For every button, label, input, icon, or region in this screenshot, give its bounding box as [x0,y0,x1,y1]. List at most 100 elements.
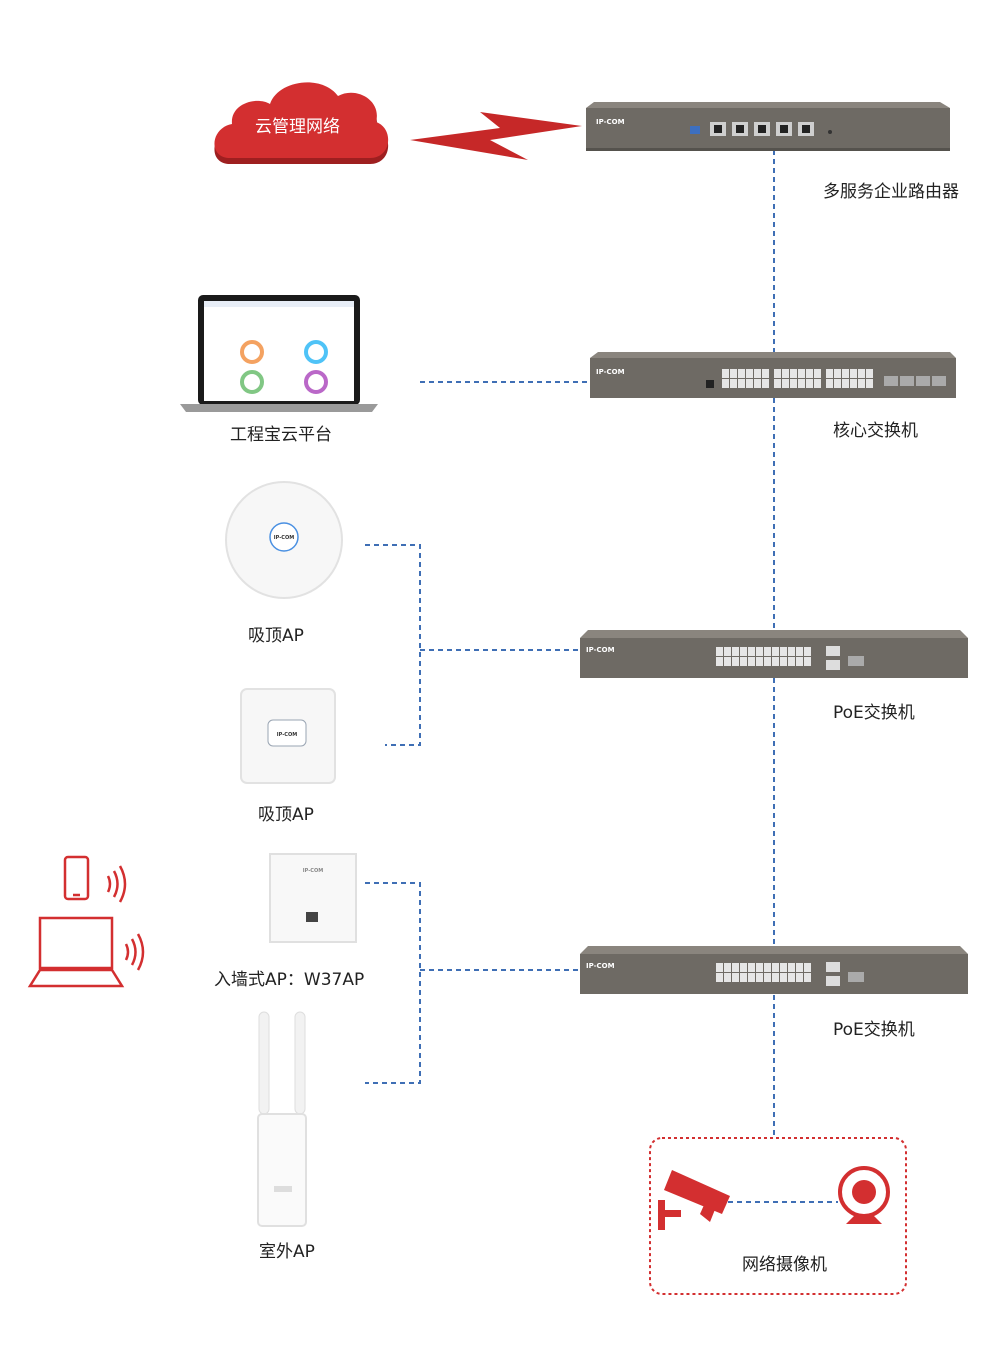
switch-port [806,369,813,378]
switch-port [788,657,795,666]
connection-links [365,150,775,1138]
switch-port [740,973,747,982]
router-brand: IP-COM [596,118,625,126]
lightning-icon [410,112,582,160]
switch-port [772,963,779,972]
switch-port [756,647,763,656]
switch-port [788,963,795,972]
router-device: IP-COM [586,102,950,151]
poe-switch-1-label: PoE交换机 [833,703,915,723]
switch-port [732,657,739,666]
switch-port [748,963,755,972]
switch-port [762,379,769,388]
switch-port [748,973,755,982]
switch-port [772,657,779,666]
cloud-platform-label: 工程宝云平台 [230,425,332,445]
switch-port [790,369,797,378]
switch-port [772,647,779,656]
switch-port [834,379,841,388]
switch-port [798,369,805,378]
switch-port [858,369,865,378]
webcam-icon [838,1166,890,1224]
switch-port [804,657,811,666]
switch-port [804,973,811,982]
switch-port [804,963,811,972]
ceiling-ap-1-device: IP-COM [225,481,343,599]
switch-port [724,647,731,656]
ceiling-ap-2-device: IP-COM [240,688,336,784]
switch-port [790,379,797,388]
switch-port [764,963,771,972]
laptop-icon [27,916,125,988]
switch-port [806,379,813,388]
core-switch-ports [722,369,873,388]
switch-port [796,973,803,982]
camera-label: 网络摄像机 [742,1255,827,1275]
poe-switch-1-brand: IP-COM [586,646,615,654]
wifi-icon [106,865,127,903]
router-label: 多服务企业路由器 [823,182,959,202]
switch-port [756,973,763,982]
switch-port [842,369,849,378]
cloud-label: 云管理网络 [255,117,340,137]
cloud-icon [214,82,389,164]
core-switch-brand: IP-COM [596,368,625,376]
switch-port [724,657,731,666]
switch-port [796,647,803,656]
switch-port [764,657,771,666]
client-devices [27,855,145,988]
switch-port [788,973,795,982]
switch-port [746,379,753,388]
switch-port [780,973,787,982]
cloud-platform-laptop [180,295,378,412]
switch-port [814,369,821,378]
switch-port [762,369,769,378]
switch-port [814,379,821,388]
switch-port [866,379,873,388]
switch-port [754,369,761,378]
switch-port [724,973,731,982]
switch-port [850,369,857,378]
switch-port [722,379,729,388]
switch-port [730,369,737,378]
wall-ap-brand: IP-COM [303,868,323,874]
outdoor-ap-device [257,1011,307,1227]
switch-port [796,963,803,972]
switch-port [764,973,771,982]
switch-port [782,379,789,388]
switch-port [754,379,761,388]
ceiling-ap-1-brand: IP-COM [274,535,294,541]
switch-port [788,647,795,656]
poe-switch-2-label: PoE交换机 [833,1020,915,1040]
switch-port [866,369,873,378]
switch-port [716,657,723,666]
switch-port [716,973,723,982]
switch-port [780,647,787,656]
switch-port [722,369,729,378]
switch-port [748,647,755,656]
switch-port [774,379,781,388]
switch-port [740,657,747,666]
ceiling-ap-2-brand: IP-COM [277,732,297,738]
camera-group [649,1137,907,1295]
switch-port [740,963,747,972]
poe-switch-1-ports [716,647,811,666]
switch-port [858,379,865,388]
poe-switch-2-ports [716,963,811,982]
switch-port [772,973,779,982]
core-switch-label: 核心交换机 [833,421,918,441]
poe-switch-1-device: IP-COM [580,630,968,678]
switch-port [842,379,849,388]
switch-port [740,647,747,656]
camera-icon [658,1170,730,1230]
switch-port [834,369,841,378]
switch-port [732,647,739,656]
link-ceiling-aps-poe1 [365,544,421,746]
ceiling-ap-1-label: 吸顶AP [248,626,304,646]
switch-port [748,657,755,666]
switch-port [756,963,763,972]
switch-port [724,963,731,972]
switch-port [738,379,745,388]
switch-port [756,657,763,666]
switch-port [738,369,745,378]
